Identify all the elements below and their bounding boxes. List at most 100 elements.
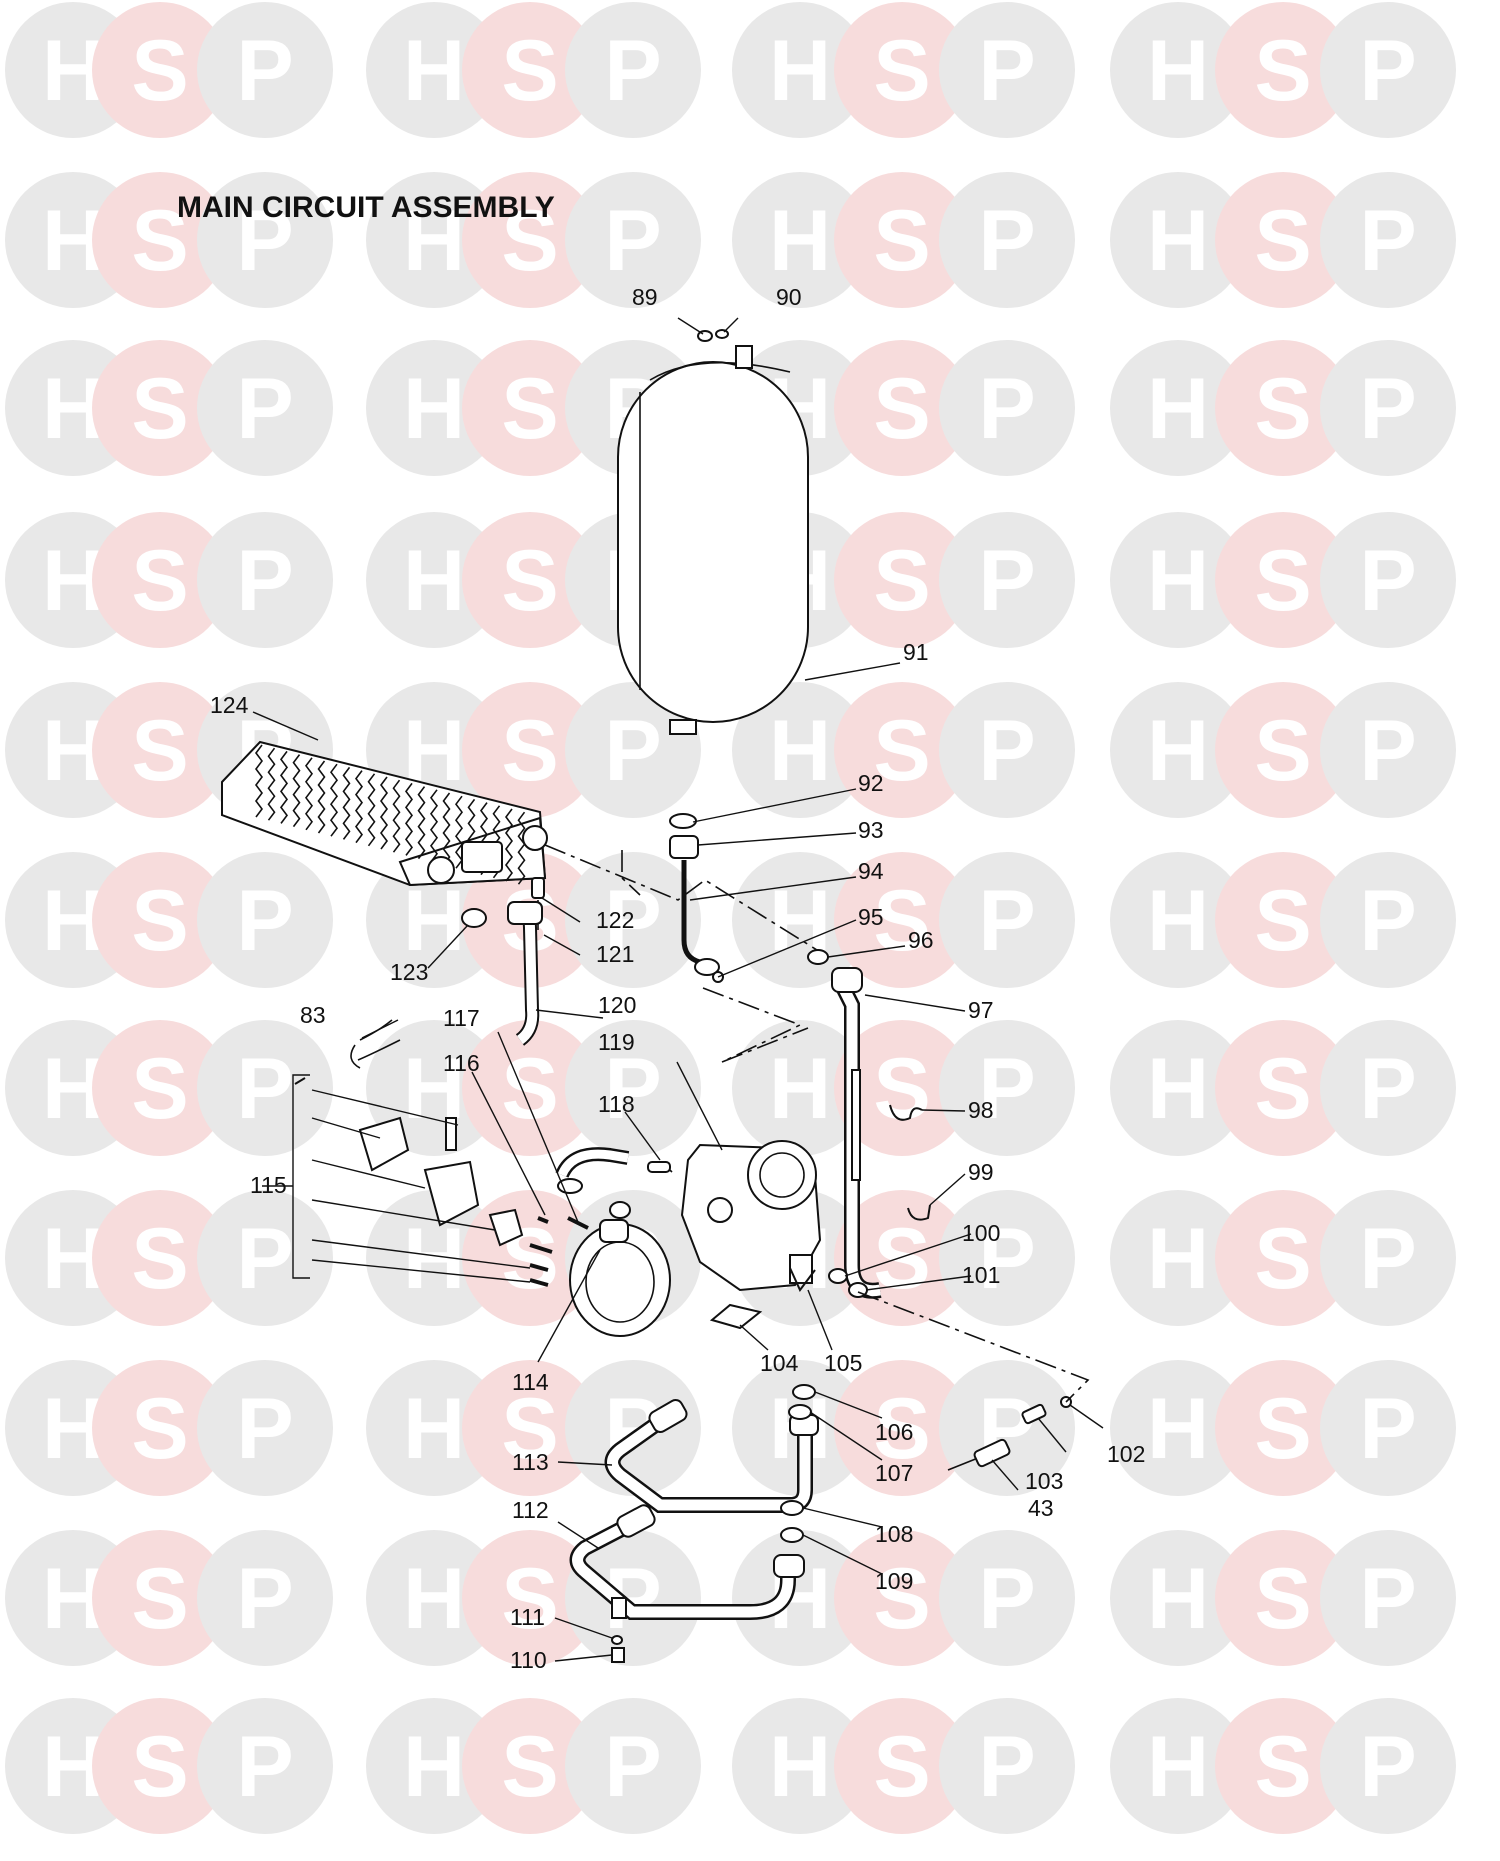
watermark-circle: [834, 2, 970, 138]
watermark-circle: [834, 340, 970, 476]
watermark-circle: [462, 340, 598, 476]
watermark-circle: [565, 682, 701, 818]
watermark-letter: P: [236, 533, 293, 629]
clip-99: [907, 1204, 931, 1221]
watermark-letter: H: [1147, 1551, 1209, 1647]
watermark-letter: P: [604, 23, 661, 119]
pressure-switch-assembly: [294, 1077, 553, 1287]
watermark-letter: H: [403, 193, 465, 289]
watermark-circle: [462, 1698, 598, 1834]
watermark-circle: [366, 1530, 502, 1666]
watermark-circle: [1215, 172, 1351, 308]
watermark-circle: [462, 2, 598, 138]
watermark-circle: [197, 1190, 333, 1326]
watermark-letter: H: [769, 193, 831, 289]
callout-103: 103: [1025, 1468, 1063, 1494]
callout-115: 115: [250, 1172, 287, 1198]
watermark-letter: S: [1254, 1551, 1311, 1647]
watermark-letter: H: [403, 873, 465, 969]
watermark-letter: S: [873, 23, 930, 119]
assembly-axis-lines: [544, 844, 1090, 1403]
watermark-circle: [366, 1190, 502, 1326]
watermark-circle: [1110, 1698, 1246, 1834]
watermark-circle: [834, 1020, 970, 1156]
watermark-circle: [197, 512, 333, 648]
watermark-letter: H: [403, 1719, 465, 1815]
heat-exchanger-fin: [292, 754, 301, 828]
watermark-circle: [366, 512, 502, 648]
washer-123: [461, 908, 487, 928]
watermark-circle: [366, 1360, 502, 1496]
watermark-circle: [92, 1020, 228, 1156]
diagram-title: MAIN CIRCUIT ASSEMBLY: [177, 191, 555, 224]
watermark-letter: P: [978, 533, 1035, 629]
watermark-circle: [939, 1020, 1075, 1156]
watermark-circle: [834, 1360, 970, 1496]
watermark-letter: P: [1359, 703, 1416, 799]
callout-111: 111: [510, 1604, 545, 1630]
watermark-circle: [939, 340, 1075, 476]
washer-111: [611, 1635, 623, 1645]
watermark-circle: [1215, 1698, 1351, 1834]
watermark-circle: [92, 1698, 228, 1834]
heat-exchanger-fin: [430, 789, 438, 863]
watermark-circle: [565, 1698, 701, 1834]
watermark-letter: H: [1147, 1041, 1209, 1137]
group-bracket-115: [292, 1074, 310, 1279]
watermark-letter: P: [978, 23, 1035, 119]
callout-94: 94: [858, 858, 884, 884]
watermark-letter: H: [403, 533, 465, 629]
watermark-circle: [565, 2, 701, 138]
callout-116: 116: [443, 1050, 480, 1076]
heat-exchanger-fin: [367, 773, 376, 847]
watermark-letter: P: [604, 703, 661, 799]
watermark-circle: [366, 340, 502, 476]
watermark-letter: P: [1359, 193, 1416, 289]
watermark-letter: S: [1254, 533, 1311, 629]
callout-114: 114: [512, 1369, 549, 1395]
watermark-circle: [197, 2, 333, 138]
washer-92: [669, 813, 697, 829]
nut-95: [694, 958, 720, 976]
watermark-letter: P: [978, 193, 1035, 289]
watermark-circle: [366, 2, 502, 138]
heat-exchanger-fin: [267, 747, 276, 821]
callout-123: 123: [390, 959, 428, 985]
callout-113: 113: [512, 1449, 549, 1475]
watermark-circle: [1215, 1530, 1351, 1666]
watermark-letter: P: [1359, 1381, 1416, 1477]
watermark-letter: P: [236, 1211, 293, 1307]
watermark-letter: P: [978, 1719, 1035, 1815]
callout-93: 93: [858, 817, 884, 843]
sensor-43: [947, 1438, 1011, 1471]
watermark-circle: [366, 1698, 502, 1834]
heat-exchanger-fin: [442, 792, 451, 866]
watermark-circle: [92, 512, 228, 648]
callout-labels: 89 90 91 92 93 94 95 96 97 98 99 100 101…: [210, 284, 1145, 1673]
callout-118: 118: [598, 1091, 635, 1117]
callout-83: 83: [300, 1002, 326, 1028]
callout-99: 99: [968, 1159, 994, 1185]
watermark-letter: P: [236, 873, 293, 969]
watermark-circle: [92, 1530, 228, 1666]
watermark-circle: [834, 852, 970, 988]
watermark-circle: [1215, 852, 1351, 988]
watermark-circle: [197, 1360, 333, 1496]
screw-117: [567, 1216, 589, 1230]
watermark-letter: S: [873, 1551, 930, 1647]
heat-exchanger-fin: [255, 744, 263, 818]
watermark-circle: [939, 852, 1075, 988]
watermark-circle: [1215, 512, 1351, 648]
expansion-vessel: [617, 345, 809, 735]
watermark-circle: [939, 172, 1075, 308]
watermark-letter: S: [1254, 703, 1311, 799]
watermark-letter: H: [769, 703, 831, 799]
watermark-letter: P: [236, 193, 293, 289]
watermark-circle: [1320, 1020, 1456, 1156]
callout-105: 105: [824, 1350, 862, 1376]
watermark-letter: P: [236, 1041, 293, 1137]
callout-101: 101: [962, 1262, 1000, 1288]
watermark-circle: [834, 172, 970, 308]
watermark-circle: [197, 172, 333, 308]
watermark-letter: S: [873, 873, 930, 969]
